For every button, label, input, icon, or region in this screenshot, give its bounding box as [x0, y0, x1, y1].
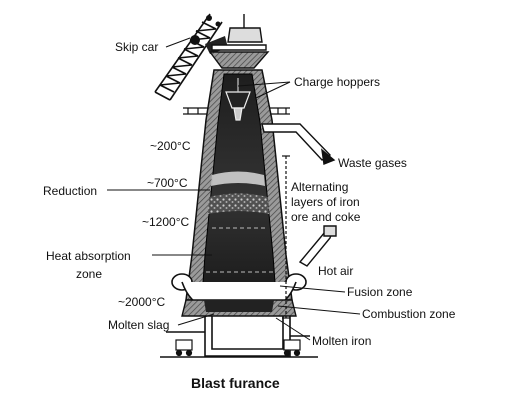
layers-bracket — [282, 155, 290, 319]
label-reduction: Reduction — [43, 184, 98, 198]
label-waste-gases: Waste gases — [338, 156, 407, 170]
hot-air-pipe — [298, 225, 337, 267]
label-temp-700: ~700°C — [147, 176, 188, 190]
foundation — [166, 316, 310, 357]
label-skip-car: Skip car — [115, 40, 159, 54]
iron-ladle — [283, 339, 301, 357]
diagram-caption: Blast furance — [191, 375, 280, 391]
label-temp-2000: ~2000°C — [118, 295, 166, 309]
ore-layer-1 — [211, 171, 265, 186]
charge-hopper — [225, 78, 251, 121]
label-temp-200: ~200°C — [150, 139, 191, 153]
label-hot-air: Hot air — [318, 264, 354, 278]
label-combustion-zone: Combustion zone — [362, 307, 456, 321]
label-molten-slag: Molten slag — [108, 318, 170, 332]
zone-dashes — [206, 227, 274, 273]
label-charge-hoppers: Charge hoppers — [294, 75, 381, 89]
top-structure — [208, 14, 270, 69]
leader-lines — [107, 37, 361, 341]
label-zone: zone — [76, 267, 103, 281]
slag-ladle — [175, 339, 193, 357]
molten-pool — [204, 300, 274, 312]
waste-gas-pipe — [261, 123, 336, 165]
label-heat-absorption: Heat absorption — [46, 249, 131, 263]
label-fusion-zone: Fusion zone — [347, 285, 413, 299]
label-molten-iron: Molten iron — [312, 334, 372, 348]
ore-layer-2 — [208, 193, 269, 214]
label-temp-1200: ~1200°C — [142, 215, 190, 229]
label-alternating-layers: Alternating layers of iron ore and coke — [291, 180, 361, 224]
